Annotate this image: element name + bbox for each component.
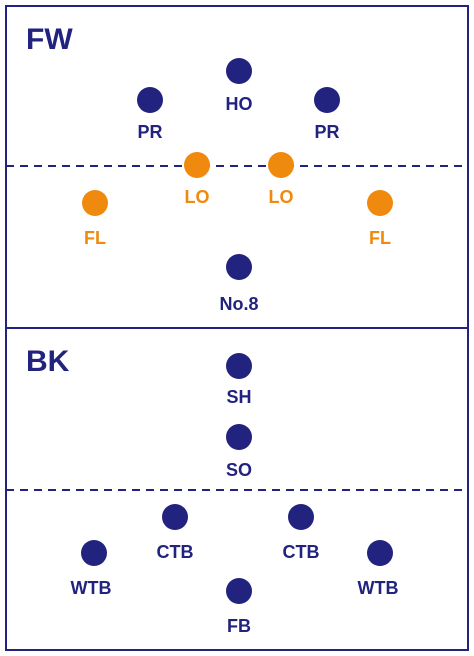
- player-ctb-left-label: CTB: [157, 542, 194, 562]
- player-no8-label: No.8: [219, 294, 258, 314]
- player-lo-right: LO: [268, 152, 294, 207]
- player-so-dot: [226, 424, 252, 450]
- player-sh: SH: [226, 353, 252, 407]
- player-pr-right-dot: [314, 87, 340, 113]
- player-wtb-left-label: WTB: [71, 578, 112, 598]
- player-ho-label: HO: [226, 94, 253, 114]
- player-wtb-right-label: WTB: [358, 578, 399, 598]
- player-pr-left-dot: [137, 87, 163, 113]
- player-wtb-left-dot: [81, 540, 107, 566]
- forwards-panel: FW HO PR PR LO LO FL FL: [5, 5, 469, 329]
- backs-panel: BK SH SO CTB CTB WTB WTB FB: [5, 327, 469, 651]
- player-ctb-left-dot: [162, 504, 188, 530]
- player-pr-left-label: PR: [137, 122, 162, 142]
- player-wtb-right-dot: [367, 540, 393, 566]
- player-sh-dot: [226, 353, 252, 379]
- player-fl-left-dot: [82, 190, 108, 216]
- player-fl-right-dot: [367, 190, 393, 216]
- player-no8-dot: [226, 254, 252, 280]
- player-fl-right: FL: [367, 190, 393, 248]
- player-lo-left-label: LO: [185, 187, 210, 207]
- forwards-title: FW: [26, 23, 73, 56]
- player-sh-label: SH: [226, 387, 251, 407]
- player-ho-dot: [226, 58, 252, 84]
- player-ctb-right-label: CTB: [283, 542, 320, 562]
- player-pr-right: PR: [314, 87, 340, 142]
- player-fb: FB: [226, 578, 252, 636]
- player-fl-left: FL: [82, 190, 108, 248]
- player-wtb-right: WTB: [358, 540, 399, 598]
- player-lo-left-dot: [184, 152, 210, 178]
- player-fb-label: FB: [227, 616, 251, 636]
- player-so: SO: [226, 424, 252, 480]
- player-ho: HO: [226, 58, 253, 114]
- player-lo-right-label: LO: [269, 187, 294, 207]
- player-ctb-left: CTB: [157, 504, 194, 562]
- player-ctb-right: CTB: [283, 504, 320, 562]
- player-lo-left: LO: [184, 152, 210, 207]
- player-so-label: SO: [226, 460, 252, 480]
- player-lo-right-dot: [268, 152, 294, 178]
- backs-title: BK: [26, 345, 70, 378]
- player-fl-left-label: FL: [84, 228, 106, 248]
- player-pr-left: PR: [137, 87, 163, 142]
- player-fb-dot: [226, 578, 252, 604]
- player-ctb-right-dot: [288, 504, 314, 530]
- player-wtb-left: WTB: [71, 540, 112, 598]
- player-pr-right-label: PR: [314, 122, 339, 142]
- player-fl-right-label: FL: [369, 228, 391, 248]
- player-no8: No.8: [219, 254, 259, 314]
